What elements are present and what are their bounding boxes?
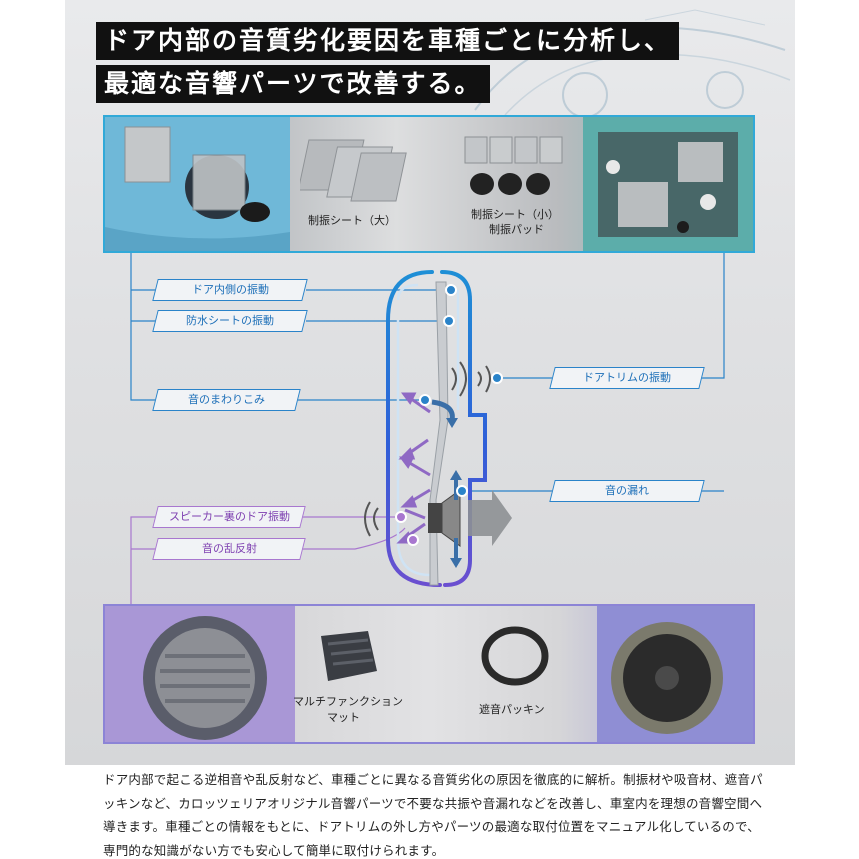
- sound-wave-left-icon: [364, 501, 379, 537]
- sound-wave-right-icon: [451, 361, 491, 397]
- seal-packing-caption: 遮音パッキン: [479, 703, 545, 716]
- label-waterproof-sheet-vibration: 防水シートの振動: [152, 310, 308, 332]
- seal-packing-image: [481, 626, 549, 686]
- purple-connector-lines: [130, 516, 406, 604]
- inner-panel-outline: [396, 283, 460, 577]
- label-door-trim-vibration: ドアトリムの振動: [549, 367, 705, 389]
- speaker-icon: [428, 489, 461, 547]
- door-cross-section-outline: [386, 270, 487, 587]
- damping-sheet-small-caption: 制振シート（小）: [471, 208, 559, 221]
- speaker-unit-photo: [597, 606, 753, 742]
- damping-sheet-large-image: [300, 139, 407, 202]
- damping-pad-image: [470, 173, 550, 195]
- label-sound-wraparound: 音のまわりこみ: [152, 389, 301, 411]
- sound-wraparound-arrow: [431, 399, 455, 421]
- description-text: ドア内部で起こる逆相音や乱反射など、車種ごとに異なる音質劣化の原因を徹底的に解析…: [103, 772, 763, 858]
- headline-line-2: 最適な音響パーツで改善する。: [96, 65, 490, 103]
- label-speaker-back-vibration: スピーカー裏のドア振動: [152, 506, 306, 528]
- multi-mat-caption-1: マルチファンクション: [293, 695, 403, 708]
- label-door-inner-vibration: ドア内側の振動: [152, 279, 308, 301]
- damping-sheet-small-image: [464, 136, 563, 164]
- headline-line-1: ドア内部の音質劣化要因を車種ごとに分析し、: [96, 22, 680, 60]
- damping-pad-caption: 制振パッド: [489, 223, 544, 236]
- top-product-band: 制振シート（大） 制振シート（小） 制振パッド: [103, 115, 755, 253]
- sound-output-arrow: [468, 490, 512, 546]
- point-markers: [395, 284, 503, 546]
- multi-function-mat-image: [321, 631, 377, 681]
- label-diffuse-reflection: 音の乱反射: [152, 538, 306, 560]
- multi-mat-caption-2: マット: [327, 711, 360, 724]
- bottom-product-band: マルチファンクション マット 遮音パッキン: [103, 604, 755, 744]
- speaker-baffle-photo: [105, 606, 295, 742]
- reflection-arrows: [396, 392, 431, 544]
- door-trim-photo: [583, 117, 753, 251]
- door-damping-photo: [105, 117, 290, 251]
- blue-connector-lines: [130, 253, 725, 492]
- label-sound-leak: 音の漏れ: [549, 480, 705, 502]
- damping-sheet-large-caption: 制振シート（大）: [308, 214, 396, 227]
- door-inner-panel: [429, 281, 449, 586]
